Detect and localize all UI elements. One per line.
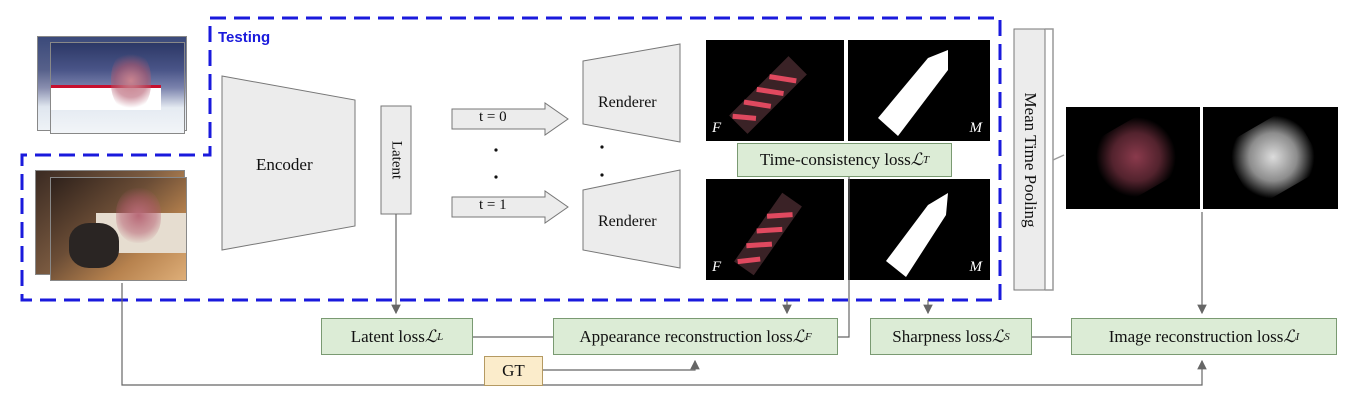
blurred-skater <box>111 51 151 111</box>
latent-label: Latent <box>388 140 405 180</box>
input-image-cat <box>50 177 187 281</box>
panel-m-bottom: M <box>848 179 990 280</box>
renderer-bottom-shape <box>582 169 681 269</box>
t0-label: t = 0 <box>479 109 507 125</box>
cat <box>69 223 119 268</box>
arrow-t1 <box>451 190 569 224</box>
renderer-bottom-label: Renderer <box>598 213 657 230</box>
label-m-top: M <box>969 120 983 136</box>
blurred-object <box>116 188 161 243</box>
output-blur-appearance <box>1066 107 1200 209</box>
mean-time-pooling-label: Mean Time Pooling <box>1021 92 1040 228</box>
t1-label: t = 1 <box>479 197 507 213</box>
panel-f-bottom: F <box>706 179 844 280</box>
renderer-top-shape <box>582 43 681 143</box>
label-f-bottom: F <box>712 259 722 275</box>
gt-box: GT <box>484 356 543 386</box>
panel-f-top: F <box>706 40 844 141</box>
testing-label: Testing <box>218 29 271 46</box>
renderer-top-label: Renderer <box>598 94 657 111</box>
encoder-label: Encoder <box>256 155 313 174</box>
mean-time-pooling-shape <box>1013 28 1046 291</box>
panel-m-top: M <box>848 40 990 141</box>
encoder-shape <box>221 75 356 251</box>
label-f-top: F <box>712 120 722 136</box>
testing-region <box>20 16 1002 302</box>
input-image-skater <box>50 42 185 134</box>
label-m-bottom: M <box>969 259 983 275</box>
arrow-t0 <box>451 102 569 136</box>
output-blur-mask <box>1203 107 1338 209</box>
